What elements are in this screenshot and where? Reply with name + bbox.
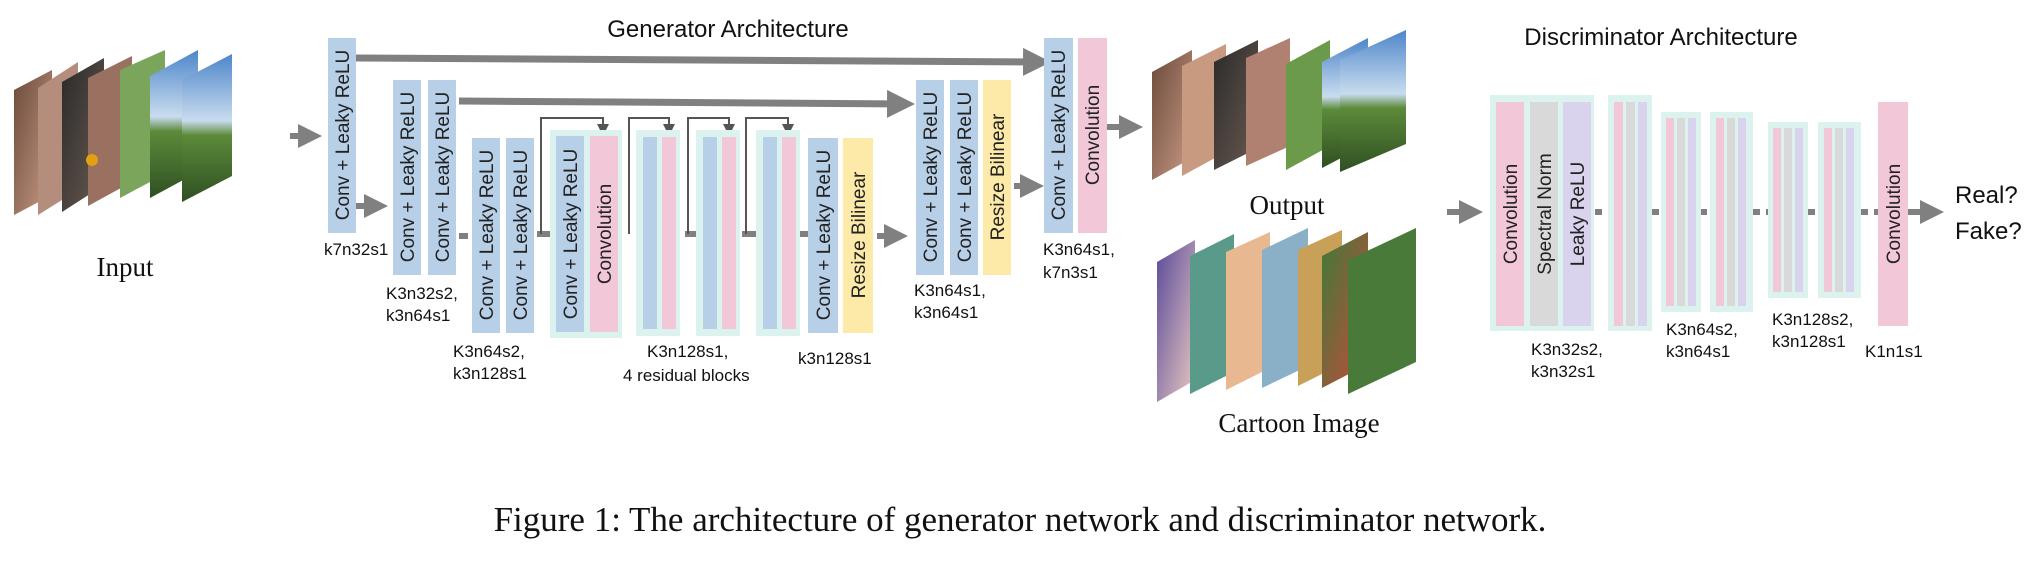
caption-c7a: K3n64s1, (1043, 240, 1115, 259)
gen-block-3: Conv + Leaky ReLU Conv + Leaky ReLU (472, 138, 534, 333)
gen-conv-6a (916, 80, 944, 275)
caption-d4: K1n1s1 (1865, 342, 1923, 361)
disc-spectral-norm (1530, 102, 1558, 326)
gen-conv-3b (506, 138, 534, 333)
residual-conv-label: Convolution (595, 184, 616, 284)
caption-c5: k3n128s1 (798, 349, 872, 368)
discriminator-title: Discriminator Architecture (1524, 24, 1797, 51)
output-fake: Fake? (1955, 218, 2022, 245)
disc-conv-1 (1496, 102, 1524, 326)
caption-d2a: K3n64s2, (1666, 320, 1738, 339)
input-label: Input (97, 252, 154, 282)
gen-conv-3b-label: Conv + Leaky ReLU (511, 150, 532, 321)
gen-conv-7 (1044, 38, 1073, 233)
figure-caption: Figure 1: The architecture of generator … (494, 500, 1547, 539)
gen-upsample-block-1: Conv + Leaky ReLU Resize Bilinear (808, 138, 873, 333)
gen-residual-block-2 (636, 130, 680, 336)
disc-leaky-relu-label: Leaky ReLU (1568, 162, 1589, 267)
caption-c3a: K3n64s2, (453, 342, 525, 361)
gen-conv-2a-label: Conv + Leaky ReLU (398, 92, 419, 263)
caption-c4b: 4 residual blocks (623, 366, 750, 385)
disc-block-1b (1608, 95, 1652, 331)
gen-resize-2 (983, 80, 1011, 275)
caption-c2b: k3n64s1 (386, 306, 450, 325)
caption-d1a: K3n32s2, (1531, 340, 1603, 359)
residual-conv-relu (556, 136, 584, 332)
gen-conv-7-label: Conv + Leaky ReLU (1049, 50, 1070, 221)
caption-c7b: k7n3s1 (1043, 263, 1098, 282)
disc-block-2 (1661, 112, 1753, 312)
gen-conv-6b (950, 80, 978, 275)
input-image-stack (14, 50, 232, 215)
gen-block-1: Conv + Leaky ReLU (328, 38, 356, 233)
output-real: Real? (1955, 182, 2018, 209)
gen-conv-3a-label: Conv + Leaky ReLU (477, 150, 498, 321)
gen-conv-2a (393, 80, 421, 275)
caption-d2b: k3n64s1 (1666, 342, 1730, 361)
caption-c1: k7n32s1 (324, 240, 388, 259)
caption-d3a: K3n128s2, (1772, 310, 1853, 329)
gen-block-2: Conv + Leaky ReLU Conv + Leaky ReLU (393, 80, 456, 275)
gen-conv-final (1078, 38, 1107, 233)
gen-upsample-block-2: Conv + Leaky ReLU Conv + Leaky ReLU Resi… (916, 80, 1011, 275)
disc-conv-final (1878, 102, 1908, 326)
gen-resize-1 (843, 138, 873, 333)
disc-conv-1-label: Convolution (1501, 164, 1522, 264)
caption-c3b: k3n128s1 (453, 364, 527, 383)
disc-block-final: Convolution (1878, 102, 1908, 326)
disc-block-3 (1768, 122, 1861, 298)
gen-residual-block-4 (756, 130, 800, 336)
caption-c6a: K3n64s1, (914, 281, 986, 300)
cartoon-label: Cartoon Image (1218, 408, 1379, 438)
caption-d3b: k3n128s1 (1772, 332, 1846, 351)
gen-conv-5 (808, 138, 838, 333)
skip-connection-outer (355, 47, 1051, 76)
gen-conv-2b (428, 80, 456, 275)
disc-block-1: Convolution Spectral Norm Leaky ReLU (1490, 95, 1594, 331)
gen-residual-block-1: Conv + Leaky ReLU Convolution (550, 130, 622, 338)
gen-conv-6b-label: Conv + Leaky ReLU (955, 92, 976, 263)
caption-c2a: K3n32s2, (386, 284, 458, 303)
gen-conv-3a (472, 138, 500, 333)
gen-conv-1-label: Conv + Leaky ReLU (333, 50, 354, 221)
gen-conv-2b-label: Conv + Leaky ReLU (433, 92, 454, 263)
cartoon-image-stack (1157, 228, 1416, 402)
gen-resize-2-label: Resize Bilinear (988, 113, 1009, 240)
caption-c6b: k3n64s1 (914, 303, 978, 322)
residual-skip-arrows (540, 117, 794, 234)
output-image-stack (1152, 30, 1406, 180)
disc-conv-final-label: Convolution (1884, 164, 1905, 264)
input-photo-7 (182, 54, 232, 202)
gen-conv-5-label: Conv + Leaky ReLU (814, 150, 835, 321)
disc-spectral-norm-label: Spectral Norm (1535, 153, 1556, 274)
skip-connection-inner (458, 89, 915, 118)
gen-conv-6a-label: Conv + Leaky ReLU (921, 92, 942, 263)
gen-output-block: Conv + Leaky ReLU Convolution (1044, 38, 1107, 233)
gen-resize-1-label: Resize Bilinear (849, 171, 870, 298)
residual-conv (590, 136, 618, 332)
disc-leaky-relu (1563, 102, 1591, 326)
input-photo-detail (86, 154, 98, 166)
residual-conv-relu-label: Conv + Leaky ReLU (561, 149, 582, 320)
caption-d1b: k3n32s1 (1531, 362, 1595, 381)
gen-conv-final-label: Convolution (1083, 85, 1104, 185)
gen-conv-1 (328, 38, 356, 233)
output-label: Output (1249, 190, 1325, 220)
gen-residual-block-3 (696, 130, 740, 336)
generator-title: Generator Architecture (607, 16, 848, 43)
caption-c4a: K3n128s1, (647, 342, 728, 361)
